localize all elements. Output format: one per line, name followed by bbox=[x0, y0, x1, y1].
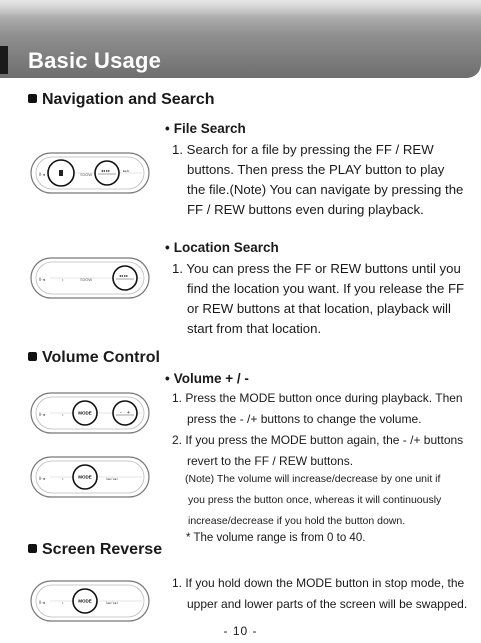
section-navigation-title: Navigation and Search bbox=[28, 91, 215, 109]
device-illustration-ff-rew: ll·◂ • ≡DOW ◂◂ ▸▸ bbox=[30, 257, 150, 299]
file-search-label: File Search bbox=[173, 121, 246, 136]
svg-text:ll·◂: ll·◂ bbox=[39, 172, 45, 177]
svg-text:≡DOW: ≡DOW bbox=[80, 277, 92, 282]
svg-text:▸▸/▸: ▸▸/▸ bbox=[123, 169, 129, 173]
device-illustration-volume: ll·◂ • MODE - + bbox=[30, 392, 150, 434]
reverse-line-1: 1. If you hold down the MODE button in s… bbox=[172, 576, 465, 590]
volume-line-1: 1. Press the MODE button once during pla… bbox=[172, 391, 463, 405]
svg-text:•: • bbox=[62, 476, 64, 481]
location-search-label: Location Search bbox=[173, 240, 279, 255]
location-search-line-1: 1. You can press the FF or REW buttons u… bbox=[172, 261, 461, 276]
svg-text:ǀ◂◂ / ▸▸ǀ: ǀ◂◂ / ▸▸ǀ bbox=[106, 601, 118, 605]
file-search-line-3: the file.(Note) You can navigate by pres… bbox=[187, 182, 464, 197]
volume-button-highlight-icon bbox=[112, 400, 138, 426]
volume-note: (Note) The volume will increase/decrease… bbox=[185, 469, 441, 532]
volume-line-2: press the - /+ buttons to change the vol… bbox=[187, 412, 422, 426]
file-search-text: 1. Search for a file by pressing the FF … bbox=[172, 140, 463, 220]
mode-label: MODE bbox=[78, 411, 92, 416]
header-banner: Basic Usage bbox=[0, 0, 481, 78]
location-search-title: •Location Search bbox=[165, 240, 279, 255]
svg-text:ǀ◂◂ / ▸▸ǀ: ǀ◂◂ / ▸▸ǀ bbox=[106, 477, 118, 481]
page-number: - 10 - bbox=[223, 624, 258, 638]
device-illustration-play: ll·◂ ≡DOW ▸▸/▸ ◂◂ ▸▸ bbox=[30, 152, 150, 194]
mode-label: MODE bbox=[78, 599, 92, 604]
section-volume-label: Volume Control bbox=[42, 349, 160, 366]
square-bullet-icon bbox=[28, 94, 37, 103]
volume-line-3: 2. If you press the MODE button again, t… bbox=[172, 433, 464, 447]
volume-range-note: * The volume range is from 0 to 40. bbox=[186, 532, 366, 544]
volume-note-line-3: increase/decrease if you hold the button… bbox=[188, 515, 406, 527]
bullet-dot-icon: • bbox=[165, 371, 170, 386]
mode-label: MODE bbox=[78, 475, 92, 480]
header-tab-marker bbox=[0, 46, 8, 74]
svg-text:ll·◂: ll·◂ bbox=[39, 412, 45, 417]
file-search-line-2: buttons. Then press the PLAY button to p… bbox=[187, 162, 445, 177]
device-illustration-mode: ll·◂ • MODE ǀ◂◂ / ▸▸ǀ bbox=[30, 456, 150, 498]
svg-text:◂◂ ▸▸: ◂◂ ▸▸ bbox=[119, 273, 128, 278]
svg-text:≡DOW: ≡DOW bbox=[80, 172, 92, 177]
volume-label: Volume + / - bbox=[173, 371, 249, 386]
section-navigation-label: Navigation and Search bbox=[42, 91, 215, 108]
bullet-dot-icon: • bbox=[165, 240, 170, 255]
volume-title: •Volume + / - bbox=[165, 371, 249, 386]
square-bullet-icon bbox=[28, 352, 37, 361]
location-search-line-2: find the location you want. If you relea… bbox=[187, 281, 465, 296]
file-search-line-4: FF / REW buttons even during playback. bbox=[187, 202, 424, 217]
location-search-line-4: start from that location. bbox=[187, 321, 322, 336]
file-search-title: •File Search bbox=[165, 121, 246, 136]
section-volume-title: Volume Control bbox=[28, 349, 160, 367]
svg-text:•: • bbox=[62, 600, 64, 605]
section-reverse-label: Screen Reverse bbox=[42, 541, 163, 558]
reverse-text: 1. If you hold down the MODE button in s… bbox=[172, 573, 467, 615]
svg-text:•: • bbox=[62, 277, 64, 282]
volume-line-4: revert to the FF / REW buttons. bbox=[187, 454, 354, 468]
mode-button-highlight-icon bbox=[72, 464, 98, 490]
svg-text:◂◂ ▸▸: ◂◂ ▸▸ bbox=[101, 168, 110, 173]
mode-button-highlight-icon bbox=[72, 588, 98, 614]
page-title: Basic Usage bbox=[28, 48, 162, 73]
volume-note-line-2: you press the button once, whereas it wi… bbox=[188, 494, 442, 506]
plus-label: + bbox=[127, 410, 130, 416]
svg-text:ll·◂: ll·◂ bbox=[39, 600, 45, 605]
svg-text:•: • bbox=[62, 412, 64, 417]
volume-note-line-1: (Note) The volume will increase/decrease… bbox=[185, 473, 441, 485]
ff-rew-button-highlight-icon bbox=[94, 160, 120, 186]
ff-rew-button-highlight-icon bbox=[112, 265, 138, 291]
file-search-line-1: 1. Search for a file by pressing the FF … bbox=[172, 142, 434, 157]
section-reverse-title: Screen Reverse bbox=[28, 541, 162, 559]
location-search-text: 1. You can press the FF or REW buttons u… bbox=[172, 259, 464, 339]
mode-button-highlight-icon bbox=[72, 400, 98, 426]
minus-label: - bbox=[120, 410, 122, 416]
bullet-dot-icon: • bbox=[165, 121, 170, 136]
volume-text: 1. Press the MODE button once during pla… bbox=[172, 388, 463, 472]
svg-text:ll·◂: ll·◂ bbox=[39, 476, 45, 481]
reverse-line-2: upper and lower parts of the screen will… bbox=[187, 597, 468, 611]
svg-text:ll·◂: ll·◂ bbox=[39, 277, 45, 282]
header-shine bbox=[0, 0, 481, 18]
square-bullet-icon bbox=[28, 544, 37, 553]
location-search-line-3: or REW buttons at that location, playbac… bbox=[187, 301, 451, 316]
device-illustration-reverse: ll·◂ • MODE ǀ◂◂ / ▸▸ǀ bbox=[30, 580, 150, 622]
